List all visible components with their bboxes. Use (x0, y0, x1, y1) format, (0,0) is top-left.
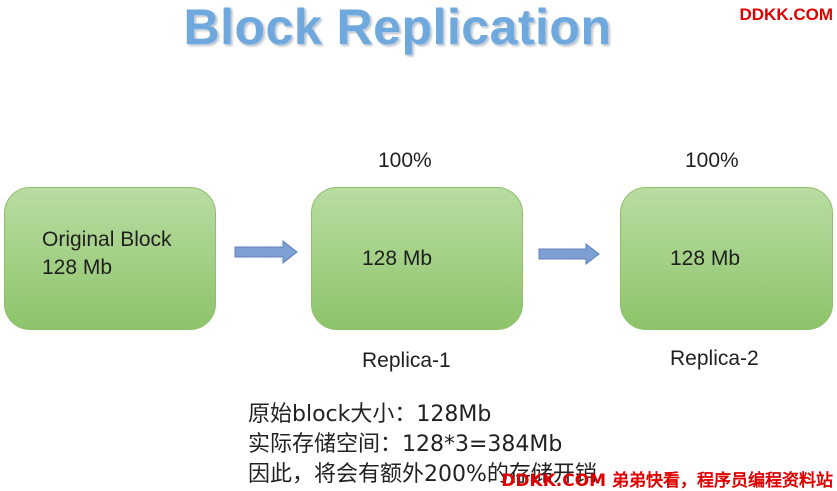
original-block-box: Original Block 128 Mb (4, 187, 216, 330)
arrow-right-icon (234, 240, 298, 264)
note-original-size: 原始block大小：128Mb (248, 402, 492, 427)
replica-2-box: 128 Mb (620, 187, 833, 330)
replica-2-size: 128 Mb (670, 247, 741, 270)
arrow-right-icon (538, 243, 600, 265)
replica-1-label: Replica-1 (362, 349, 451, 372)
slide-title: Block Replication (183, 0, 612, 55)
replica-1-size: 128 Mb (362, 247, 433, 270)
note-actual-storage: 实际存储空间：128*3=384Mb (248, 432, 563, 457)
replica-2-label: Replica-2 (670, 347, 759, 370)
original-block-label: Original Block (42, 228, 172, 251)
watermark-top: DDKK.COM (739, 5, 834, 24)
replica-2-percent: 100% (685, 149, 739, 172)
original-block-size: 128 Mb (42, 256, 113, 279)
replica-1-percent: 100% (378, 149, 432, 172)
note-overhead: 因此，将会有额外200%的存储开销 (248, 462, 597, 487)
replica-1-box: 128 Mb (311, 187, 523, 330)
watermark-bottom: DDKK.COM 弟弟快看，程序员编程资料站 (501, 471, 833, 491)
